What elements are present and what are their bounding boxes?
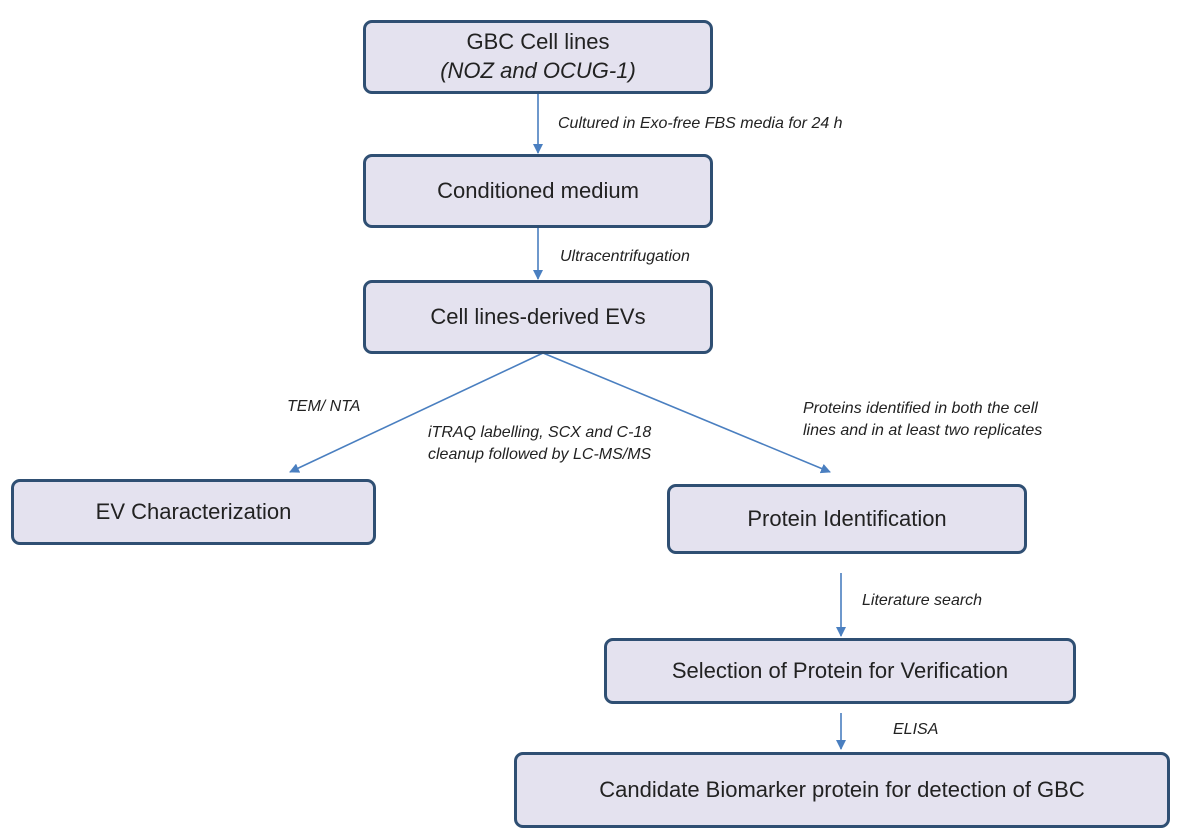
selection-protein-box: Selection of Protein for Verification [604,638,1076,704]
candidate-biomarker-title: Candidate Biomarker protein for detectio… [599,776,1085,802]
ultracentrifugation-label: Ultracentrifugation [560,248,690,265]
protein-identification-title: Protein Identification [747,505,947,531]
tem-nta-label: TEM/ NTA [287,398,361,415]
ev-characterization-box: EV Characterization [11,479,376,545]
proteins-label-line1: Proteins identified in both the cell [803,400,1038,417]
conditioned-medium-box: Conditioned medium [363,154,713,228]
cultured-label: Cultured in Exo-free FBS media for 24 h [558,115,843,132]
itraq-label: iTRAQ labelling, SCX and C-18 cleanup fo… [428,422,651,467]
protein-identification-box: Protein Identification [667,484,1027,554]
gbc-cell-lines-box: GBC Cell lines (NOZ and OCUG-1) [363,20,713,94]
ev-characterization-title: EV Characterization [95,498,292,524]
itraq-label-line2: cleanup followed by LC-MS/MS [428,446,652,464]
candidate-biomarker-box: Candidate Biomarker protein for detectio… [514,752,1170,828]
elisa-label: ELISA [893,721,939,738]
proteins-label-line2: lines and in at least two replicates [803,422,1043,440]
literature-search-label: Literature search [862,592,983,609]
arrow-evs-to-characterization [289,352,544,473]
gbc-cell-lines-title: GBC Cell lines [466,29,610,55]
cell-lines-evs-title: Cell lines-derived EVs [430,303,646,329]
cell-lines-evs-box: Cell lines-derived EVs [363,280,713,354]
arrow-evs-to-identification [542,352,831,474]
selection-protein-title: Selection of Protein for Verification [671,657,1009,683]
proteins-identified-label: Proteins identified in both the cell lin… [803,398,1042,443]
conditioned-medium-title: Conditioned medium [437,177,639,203]
gbc-cell-lines-subtitle: (NOZ and OCUG-1) [440,58,636,83]
itraq-label-line1: iTRAQ labelling, SCX and C-18 [428,424,652,441]
